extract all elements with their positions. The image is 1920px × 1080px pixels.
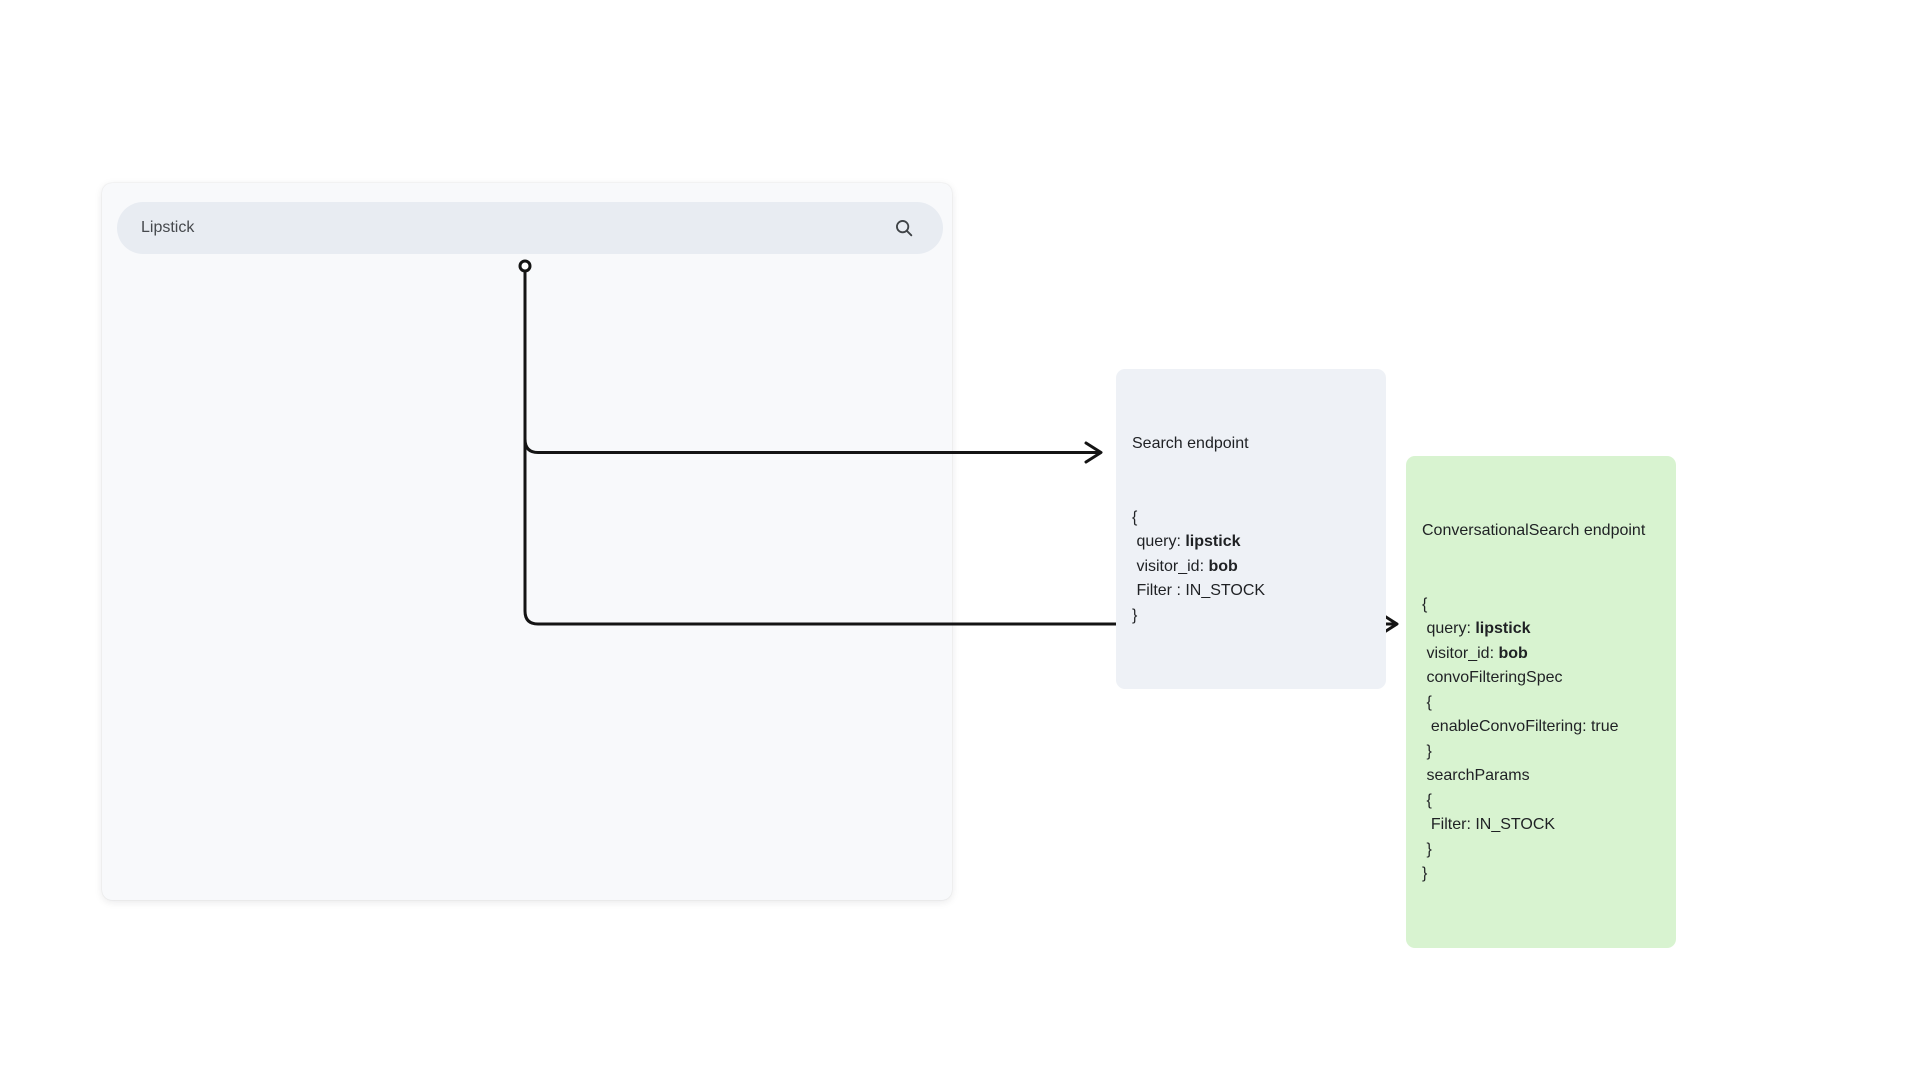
- conversational-search-endpoint-card: ConversationalSearch endpoint { query: l…: [1406, 456, 1676, 948]
- code-line: }: [1422, 865, 1428, 882]
- code-line: {: [1422, 693, 1432, 711]
- code-line: }: [1422, 840, 1432, 858]
- card-body: { query: lipstick visitor_id: bob convoF…: [1422, 593, 1660, 887]
- code-line: visitor_id: bob: [1422, 644, 1528, 662]
- search-bar[interactable]: [117, 202, 943, 254]
- code-line: {: [1422, 791, 1432, 809]
- search-input[interactable]: [141, 219, 892, 237]
- code-line: query: lipstick: [1132, 533, 1241, 550]
- code-line: convoFilteringSpec: [1422, 669, 1563, 686]
- arrowhead-search-endpoint: [1084, 441, 1103, 464]
- search-results-panel: [102, 183, 952, 900]
- code-line: query: lipstick: [1422, 620, 1531, 637]
- code-line: enableConvoFiltering: true: [1422, 718, 1619, 735]
- code-line: Filter : IN_STOCK: [1132, 582, 1266, 599]
- code-line: }: [1422, 742, 1432, 760]
- search-endpoint-card: Search endpoint { query: lipstick visito…: [1116, 369, 1386, 689]
- card-title: ConversationalSearch endpoint: [1422, 522, 1646, 539]
- code-line: searchParams: [1422, 767, 1530, 784]
- code-line: Filter: IN_STOCK: [1422, 816, 1556, 833]
- code-line: }: [1132, 606, 1138, 624]
- code-line: {: [1132, 508, 1138, 526]
- card-body: { query: lipstick visitor_id: bob Filter…: [1132, 506, 1370, 629]
- card-title: Search endpoint: [1132, 435, 1249, 452]
- code-line: {: [1422, 595, 1428, 613]
- code-line: visitor_id: bob: [1132, 557, 1238, 575]
- search-icon[interactable]: [892, 216, 916, 240]
